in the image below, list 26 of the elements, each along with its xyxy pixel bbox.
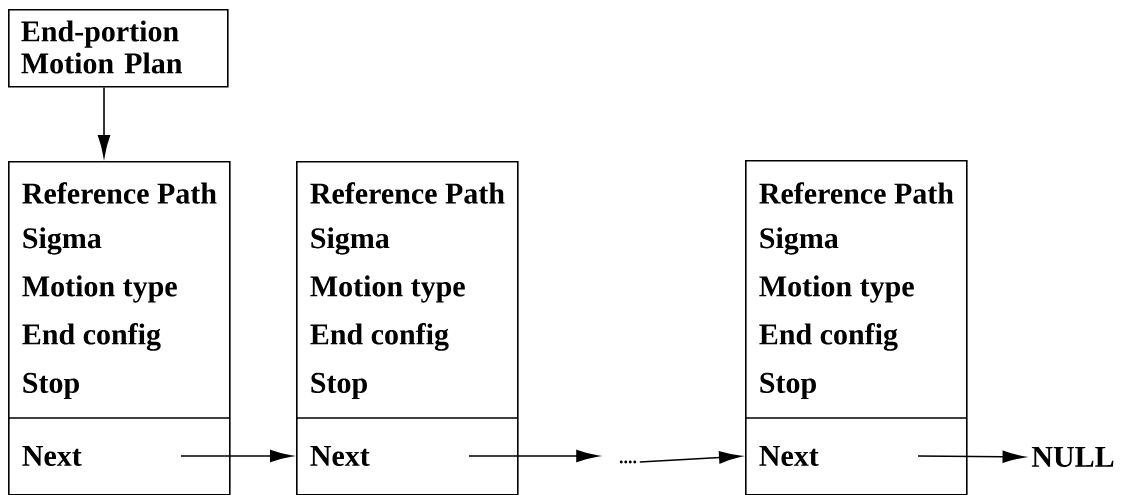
field-label: Stop — [23, 372, 79, 400]
field-label: Reference Path — [22, 182, 217, 204]
field-label: Stop — [760, 372, 816, 400]
title-box: End-portion Motion Plan — [8, 9, 229, 88]
field-label: Next — [310, 446, 370, 466]
field-label: Reference Path — [310, 182, 505, 204]
bare-text: .... — [619, 460, 637, 464]
field-label: End config — [22, 323, 161, 351]
field-label: Reference Path — [759, 182, 954, 204]
record-box — [295, 161, 519, 495]
field-label: Stop — [311, 372, 367, 400]
field-label: Motion type — [310, 275, 465, 303]
field-label: Sigma — [23, 227, 102, 255]
field-label: End config — [759, 323, 898, 351]
arrow — [468, 449, 599, 463]
field-label: Motion type — [22, 275, 177, 303]
field-label: Motion type — [759, 275, 914, 303]
field-label: Sigma — [311, 227, 390, 255]
record-box — [7, 161, 231, 495]
bare-text: NULL — [1031, 447, 1114, 467]
field-label: Sigma — [760, 227, 839, 255]
record-box — [744, 160, 968, 495]
field-label: End config — [310, 323, 449, 351]
arrow — [917, 450, 1025, 463]
field-label: Next — [759, 446, 819, 466]
field-label: Next — [22, 446, 82, 466]
